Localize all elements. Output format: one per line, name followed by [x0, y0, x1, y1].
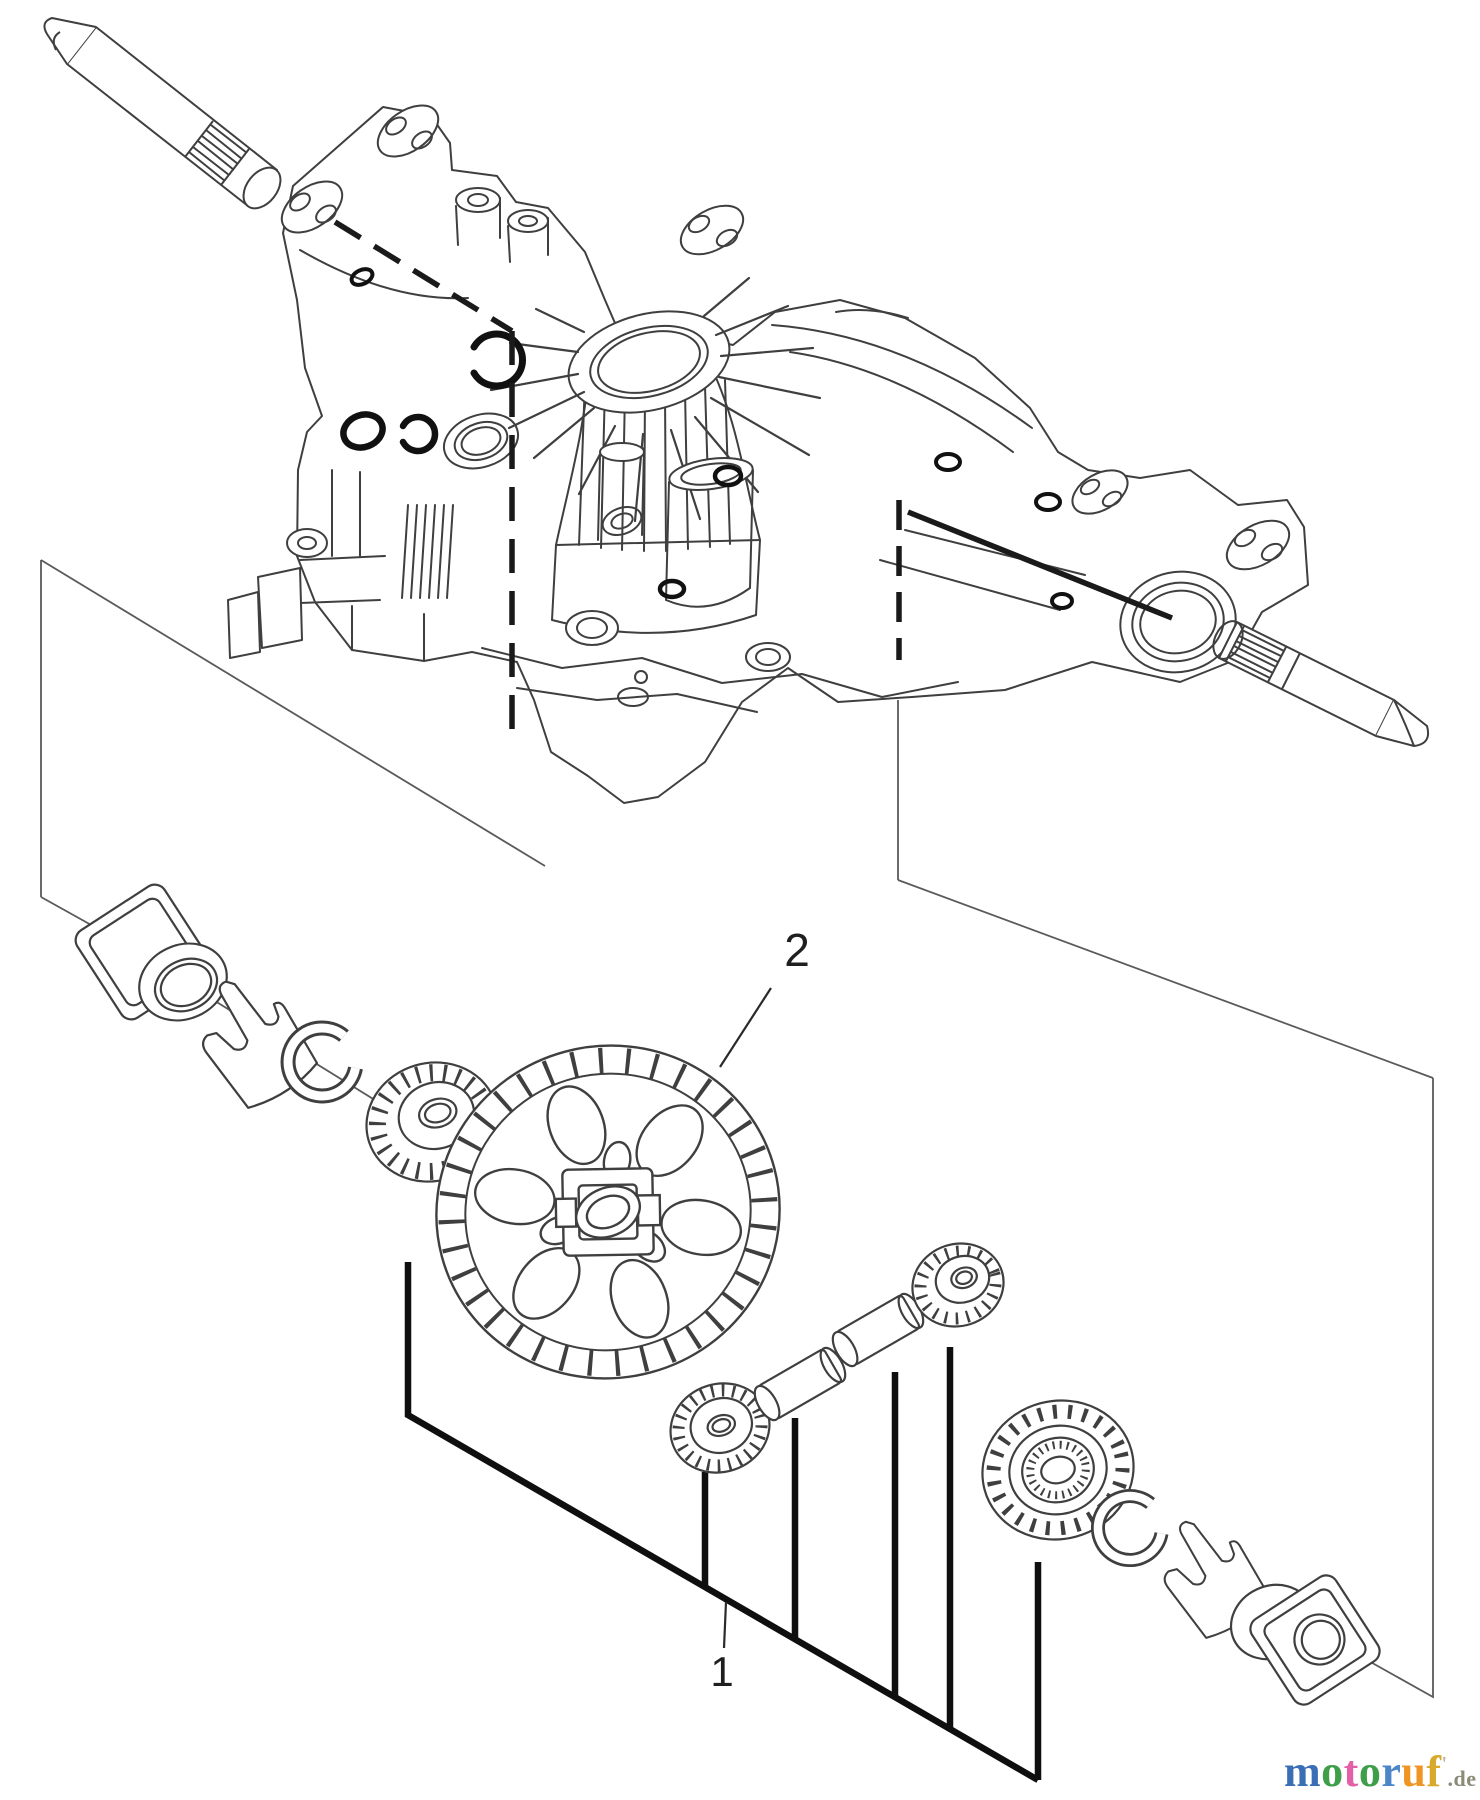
logo-domain-suffix: .de — [1448, 1766, 1477, 1791]
logo-letter: o — [1321, 1747, 1344, 1796]
shaft-tip — [43, 17, 97, 65]
center-hub — [554, 1167, 662, 1257]
differential-ring-gear — [435, 1044, 781, 1380]
pinion-shaft-pin-2 — [831, 1292, 925, 1368]
bottom-flange — [481, 505, 959, 713]
mount-pad-right — [679, 204, 745, 256]
axis-lines — [333, 219, 1174, 742]
left-panel-top-edge — [40, 559, 546, 867]
spline-band — [1225, 625, 1301, 690]
pinion-shaft-pin-1 — [753, 1346, 847, 1422]
shaft-end-face — [242, 166, 282, 210]
right-panel-right-edge — [1357, 1078, 1434, 1699]
mount-pad-top — [376, 104, 440, 158]
logo-letter: t — [1344, 1747, 1359, 1796]
logo-letter: r — [1381, 1747, 1401, 1796]
exploded-parts-right — [669, 1242, 1381, 1706]
axle-shaft — [1212, 620, 1430, 747]
boss-cylinders — [455, 187, 549, 263]
o-ring-icon — [349, 267, 375, 287]
snap-ring-icon — [470, 330, 526, 390]
callout-1-leader — [722, 1601, 728, 1649]
snap-ring-icon — [399, 413, 439, 455]
splined-thrust-gear — [981, 1399, 1135, 1541]
lightening-holes — [473, 1085, 743, 1339]
watermark-logo[interactable]: motoruf'.de — [1284, 1747, 1477, 1796]
callout-2-leader — [719, 987, 772, 1068]
logo-letter: m — [1284, 1747, 1321, 1796]
o-ring-icon — [1034, 492, 1062, 512]
dome-cover — [771, 309, 1086, 611]
axle-cap-right — [1249, 1574, 1381, 1706]
bracket-main-line — [404, 1262, 1040, 1783]
group-bracket — [404, 1262, 1042, 1783]
spline-band — [184, 120, 250, 186]
o-ring-icon — [1050, 592, 1074, 610]
logo-letter: f — [1426, 1747, 1442, 1796]
bracket-base-line — [299, 249, 469, 300]
axle-axis-line — [906, 509, 1174, 621]
shaft-end-face — [1212, 620, 1244, 660]
logo-trademark-tick: ' — [1441, 1753, 1447, 1775]
transaxle-housing — [227, 104, 1309, 804]
input-shaft — [43, 17, 282, 210]
axle-cap-left-body — [138, 942, 228, 1022]
snap-rings-orings — [340, 267, 1074, 610]
exploded-parts-left — [74, 883, 499, 1183]
o-ring-icon — [712, 464, 744, 488]
o-ring-icon — [340, 411, 386, 451]
logo-letter: u — [1401, 1747, 1426, 1796]
right-panel-top-edge — [897, 879, 1434, 1079]
bevel-pinion-gear — [911, 1242, 1005, 1328]
o-ring-icon — [934, 452, 962, 472]
callouts: 2 1 — [710, 924, 809, 1695]
housing-silhouette — [282, 106, 1309, 804]
axle-bore-end — [1071, 469, 1291, 674]
shaft-tip — [1375, 699, 1430, 747]
callout-2-label: 2 — [784, 924, 810, 976]
logo-letter: o — [1359, 1747, 1382, 1796]
input-axis-dashed — [333, 219, 514, 334]
c-clip-left — [280, 1020, 363, 1104]
c-clip-right — [1091, 1489, 1169, 1567]
left-fin-block — [227, 469, 454, 662]
axle-cap-left-bore — [153, 957, 219, 1013]
differential-pinion-washer-gear — [669, 1382, 771, 1474]
o-ring-icon — [657, 578, 687, 600]
mount-pad-left — [280, 180, 344, 234]
callout-1-label: 1 — [710, 1648, 733, 1695]
